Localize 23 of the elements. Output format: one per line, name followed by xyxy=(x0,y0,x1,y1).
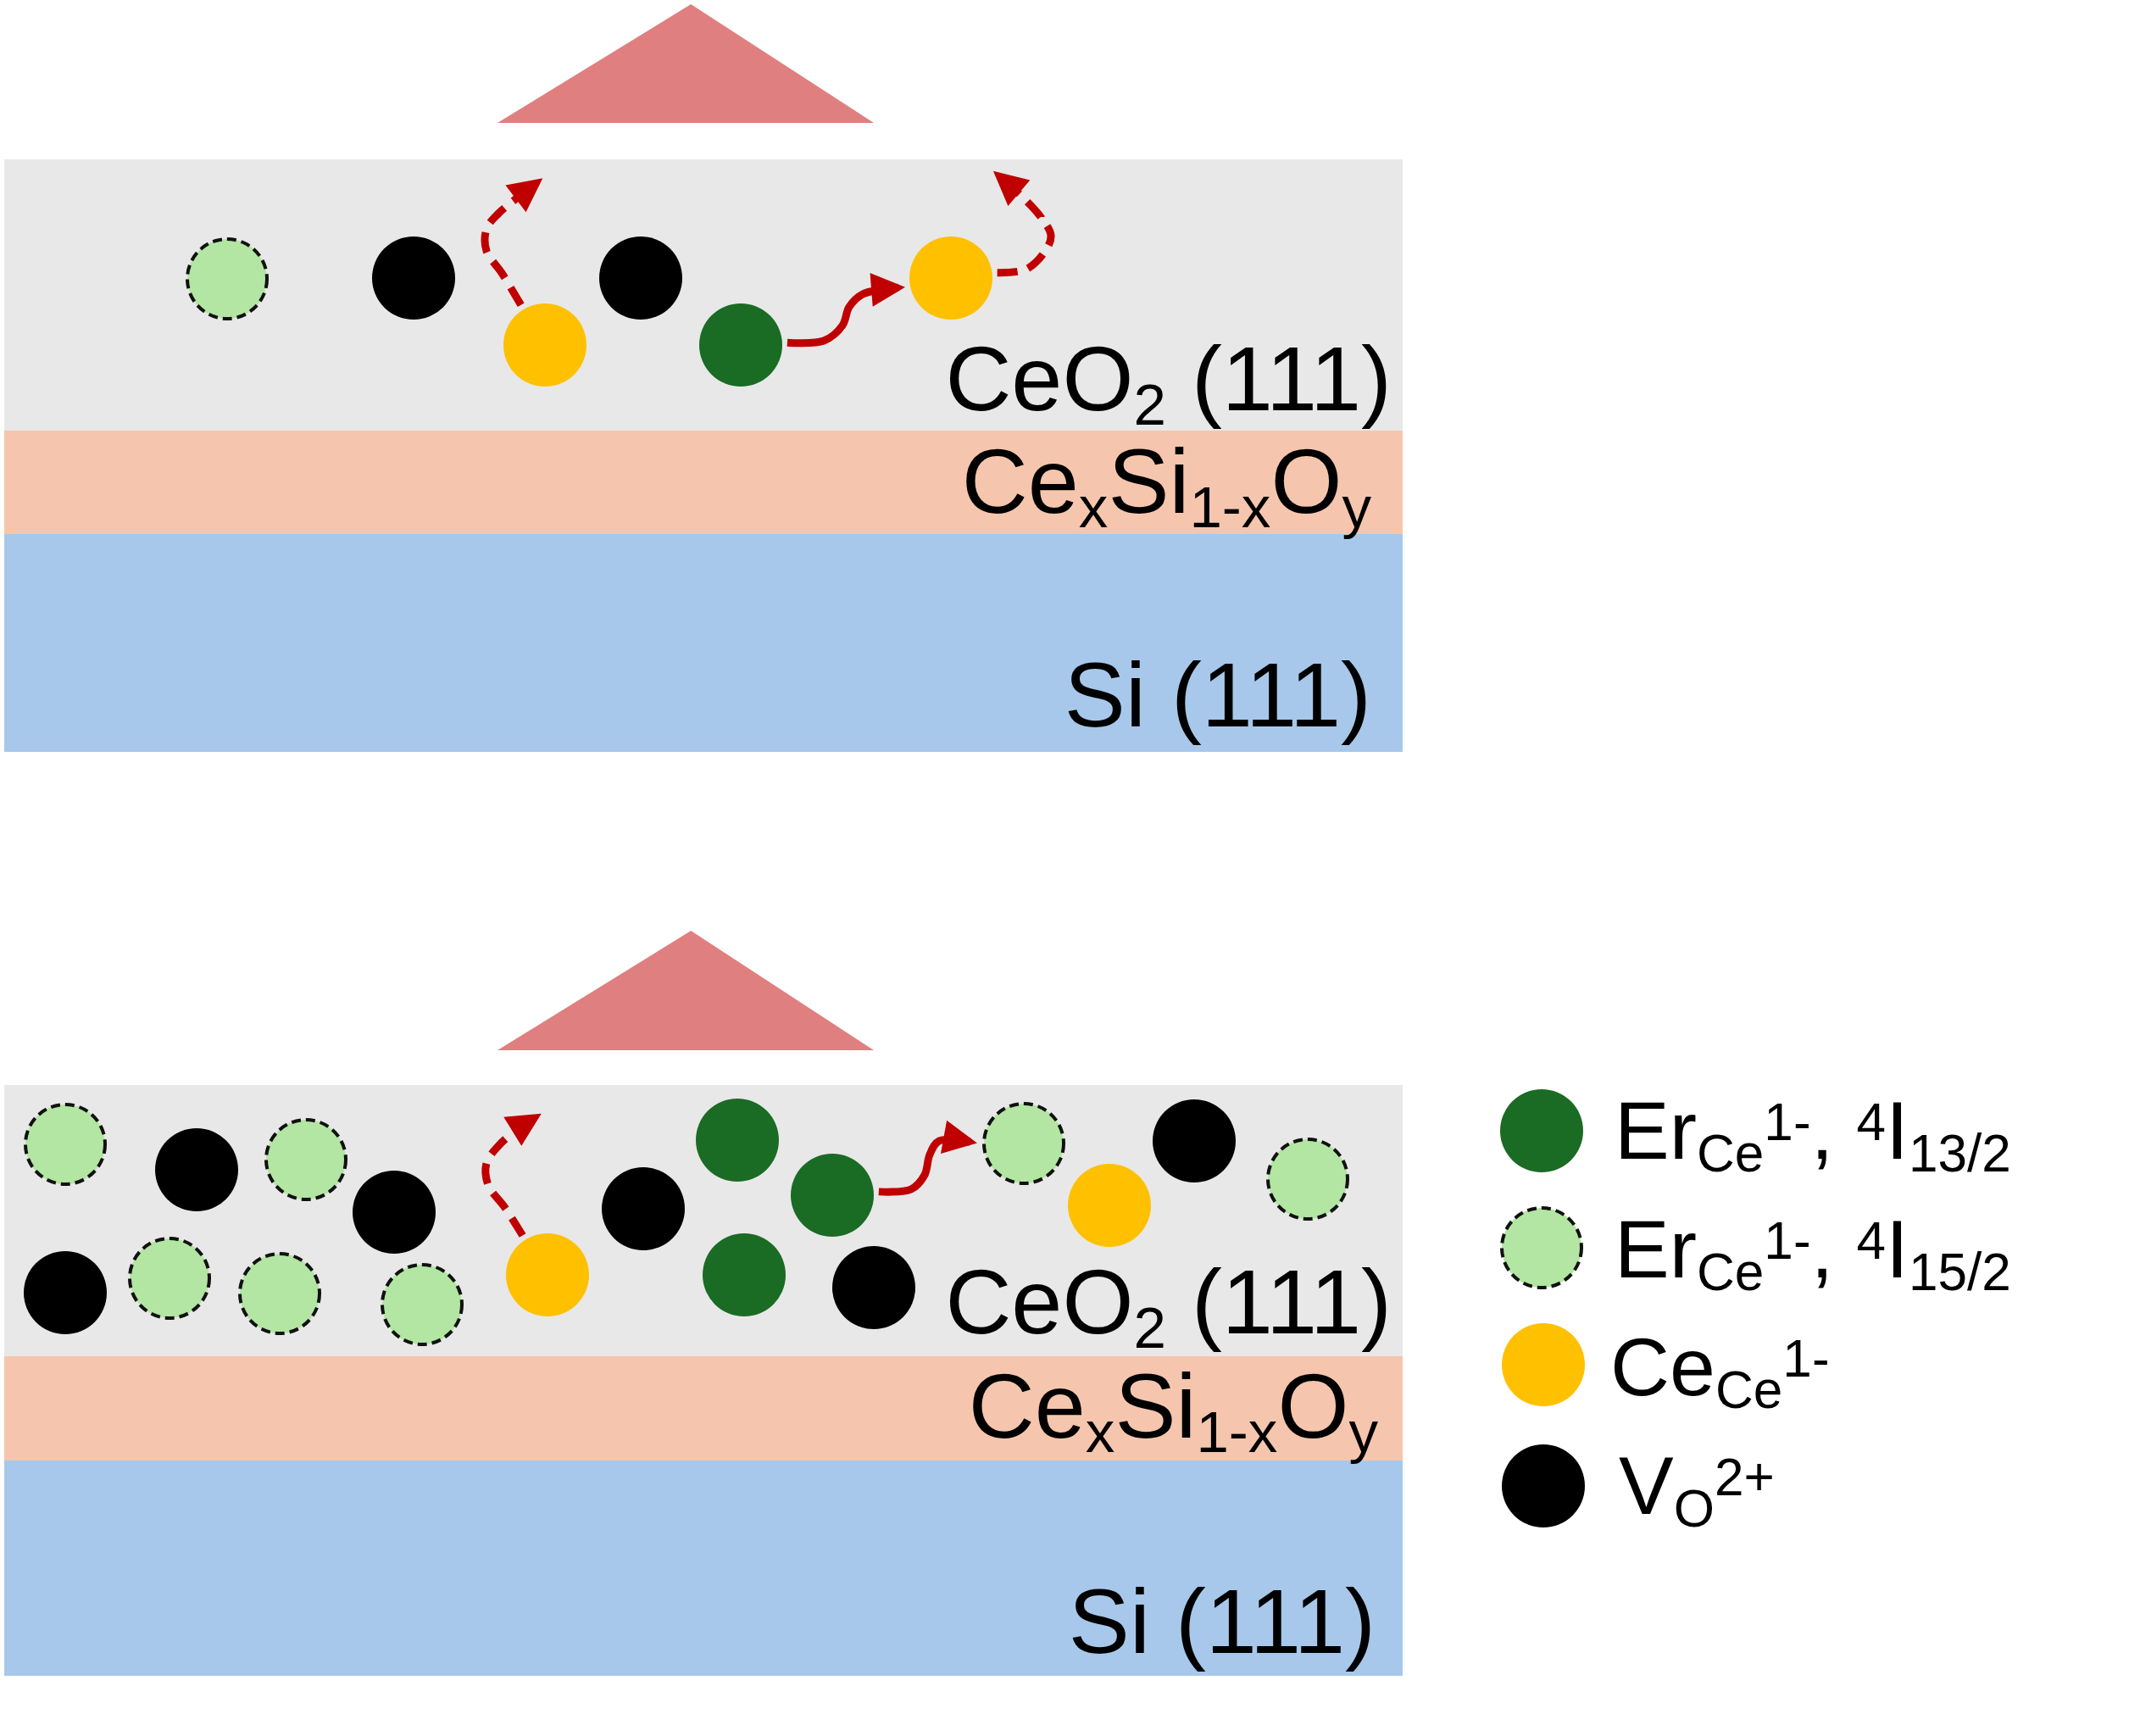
dashed-arrow xyxy=(992,170,1055,277)
layer-label: Si (111) xyxy=(1064,649,1371,748)
dashed-arrow xyxy=(481,1113,542,1238)
dashed-particle-dot xyxy=(186,237,269,320)
dashed-particle-dot xyxy=(381,1263,464,1346)
curved-arrow xyxy=(787,273,905,348)
layer-label: Si (111) xyxy=(1068,1576,1376,1674)
curved-arrow xyxy=(878,1120,977,1196)
layer-band xyxy=(4,159,1403,431)
dashed-particle-dot xyxy=(982,1102,1065,1185)
dashed-particle-dot xyxy=(24,1103,107,1186)
dashed-particle-dot xyxy=(264,1118,347,1201)
layer-band xyxy=(4,1085,1403,1356)
dashed-particle-dot xyxy=(238,1252,321,1335)
dashed-particle-dot xyxy=(128,1237,211,1320)
layer-label: Ce$_{x}$Si$_{1-x}$O$_{y}$ xyxy=(968,1360,1378,1466)
dashed-arrow xyxy=(481,178,543,308)
legend-label: Er$_{Ce}$$^{1-}$, $^{4}$I$_{13/2}$ xyxy=(1615,1084,2011,1183)
legend-label: Er$_{Ce}$$^{1-}$, $^{4}$I$_{15/2}$ xyxy=(1615,1203,2011,1302)
layer-label: Ce$_{x}$Si$_{1-x}$O$_{y}$ xyxy=(961,436,1371,542)
layer-label: CeO$_{2}$ (111) xyxy=(945,1256,1392,1358)
dashed-particle-dot xyxy=(1266,1138,1349,1221)
layer-label: CeO$_{2}$ (111) xyxy=(945,333,1392,435)
